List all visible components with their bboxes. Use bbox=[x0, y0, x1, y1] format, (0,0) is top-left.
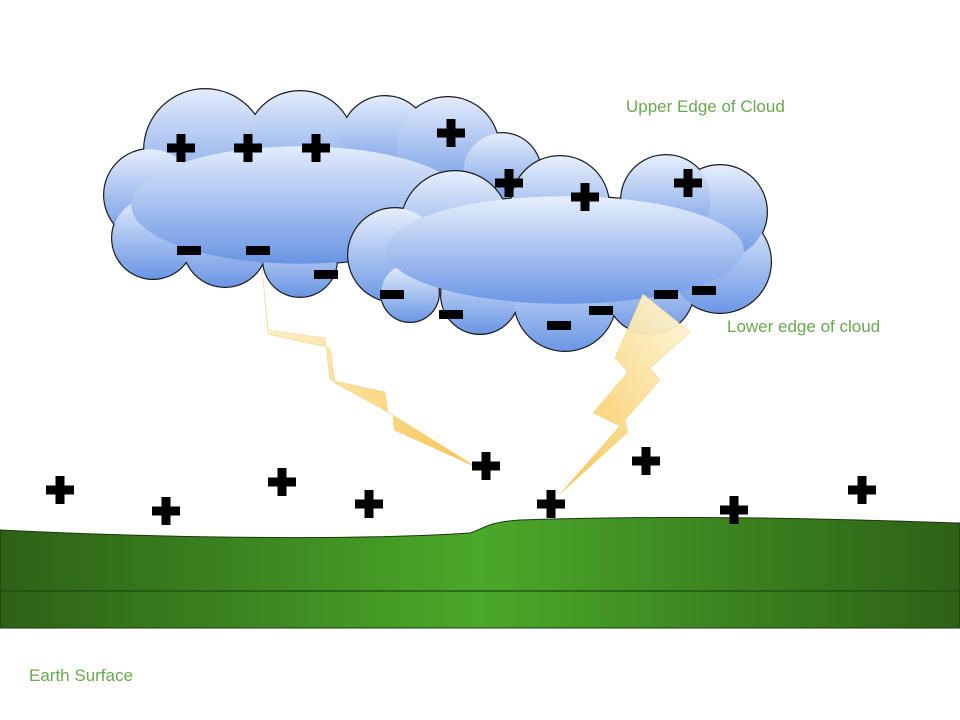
positive-charge bbox=[152, 497, 180, 525]
earth-ground bbox=[0, 516, 960, 629]
positive-charge bbox=[537, 490, 565, 518]
positive-charge bbox=[355, 490, 383, 518]
positive-charge bbox=[268, 468, 296, 496]
earth-surface-label: Earth Surface bbox=[29, 666, 133, 685]
positive-charge bbox=[472, 452, 500, 480]
positive-charge bbox=[848, 476, 876, 504]
negative-charge bbox=[439, 310, 463, 319]
cloud-right bbox=[347, 154, 772, 352]
positive-charge bbox=[46, 476, 74, 504]
lightning-bolt-right bbox=[559, 293, 691, 495]
upper-edge-label: Upper Edge of Cloud bbox=[626, 97, 785, 116]
negative-charge bbox=[589, 306, 613, 315]
negative-charge bbox=[380, 290, 404, 299]
negative-charge bbox=[314, 270, 338, 279]
negative-charges-cloud bbox=[177, 246, 716, 330]
negative-charge bbox=[692, 286, 716, 295]
negative-charge bbox=[246, 246, 270, 255]
negative-charge bbox=[177, 246, 201, 255]
negative-charge bbox=[654, 290, 678, 299]
lower-edge-label: Lower edge of cloud bbox=[727, 317, 881, 336]
negative-charge bbox=[547, 321, 571, 330]
positive-charge bbox=[632, 447, 660, 475]
ground-body bbox=[0, 516, 960, 629]
